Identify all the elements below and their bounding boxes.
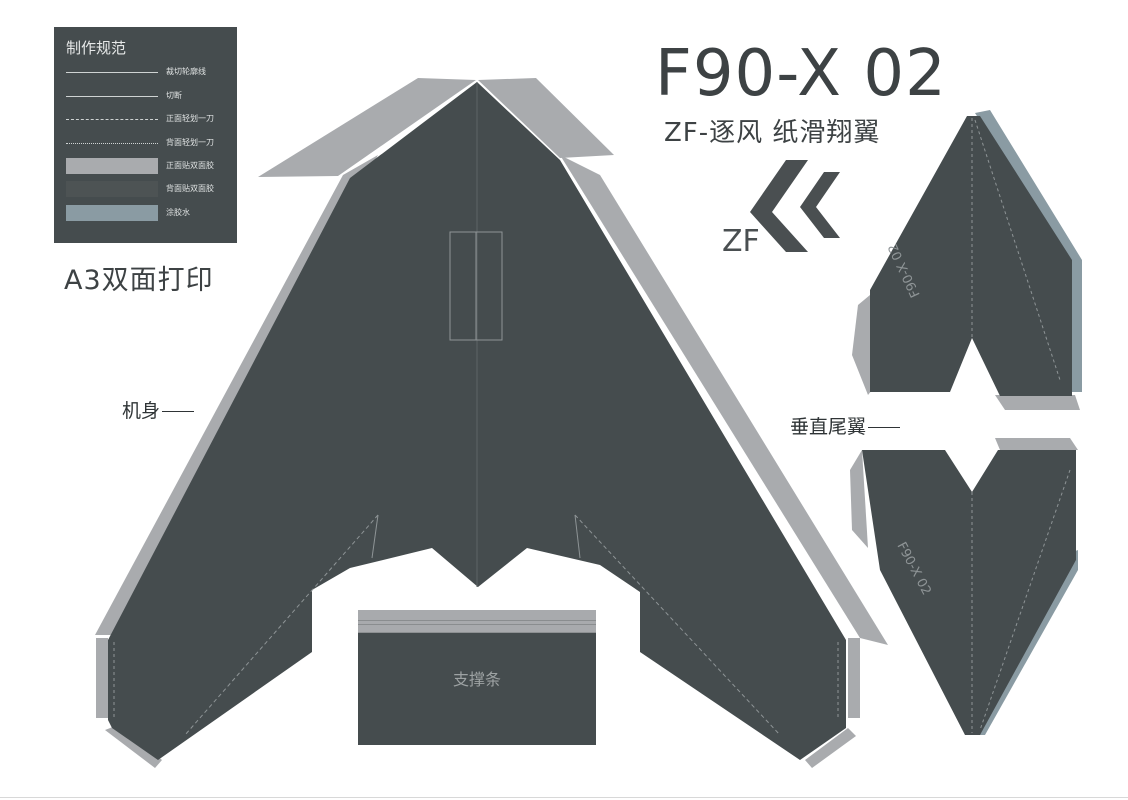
print-note: A3双面打印: [64, 265, 214, 296]
legend-item-glue: 涂胶水: [66, 205, 231, 221]
nose-tab-left: [258, 78, 476, 177]
right-tip-tab: [848, 638, 860, 718]
page-bottom-edge: [0, 797, 1128, 798]
logo-chevron-small: [800, 172, 840, 238]
vertical-tail-callout: 垂直尾翼: [790, 412, 901, 439]
lower-tail-tab-top: [995, 438, 1078, 450]
legend-item-front-tape: 正面贴双面胶: [66, 158, 231, 174]
legend-item-cut: 切断: [66, 89, 231, 103]
dashed-line-swatch: [66, 119, 158, 120]
dark-box-swatch: [66, 181, 158, 197]
callout-leader-line: [162, 411, 195, 412]
legend-item-back-tape: 背面贴双面胶: [66, 181, 231, 197]
gray-box-swatch: [66, 158, 158, 174]
dash-dot-line-swatch: [66, 143, 158, 144]
logo-chevron-large: [750, 160, 808, 252]
solid-line-swatch: [66, 72, 158, 73]
vertical-tail-label: 垂直尾翼: [790, 416, 867, 438]
right-leading-edge-tab: [560, 155, 888, 645]
legend-item-front-score: 正面轻划一刀: [66, 112, 231, 126]
left-tip-bottom-tab: [105, 725, 162, 768]
logo-text: ZF: [722, 224, 760, 259]
model-subtitle: ZF-逐风 纸滑翔翼: [664, 118, 881, 148]
left-tip-tab: [96, 638, 108, 718]
upper-tail-panel: [870, 116, 1072, 396]
legend-item-back-score: 背面轻划一刀: [66, 136, 231, 150]
support-strip-piece: 支撑条: [358, 610, 596, 745]
lower-tail-tab-left: [850, 450, 868, 548]
legend-panel: 制作规范 裁切轮廓线 切断 正面轻划一刀 背面轻划一刀 正面贴双面胶 背面贴双面…: [54, 27, 237, 243]
legend-title: 制作规范: [66, 39, 127, 57]
blue-box-swatch: [66, 205, 158, 221]
lower-tail-panel: [862, 450, 1076, 735]
support-strip-tab: [358, 610, 596, 633]
right-tip-bottom-tab: [805, 728, 856, 768]
legend-item-cut-outline: 裁切轮廓线: [66, 65, 231, 79]
upper-tail-tab-bottom: [995, 395, 1080, 410]
model-title: F90-X 02: [655, 37, 947, 111]
solid-line-swatch: [66, 96, 158, 97]
fuselage-callout: 机身: [122, 396, 195, 423]
support-strip-label: 支撑条: [452, 670, 501, 689]
callout-leader-line: [868, 427, 901, 428]
nose-tab-right: [478, 78, 614, 158]
fuselage-label: 机身: [122, 400, 161, 422]
